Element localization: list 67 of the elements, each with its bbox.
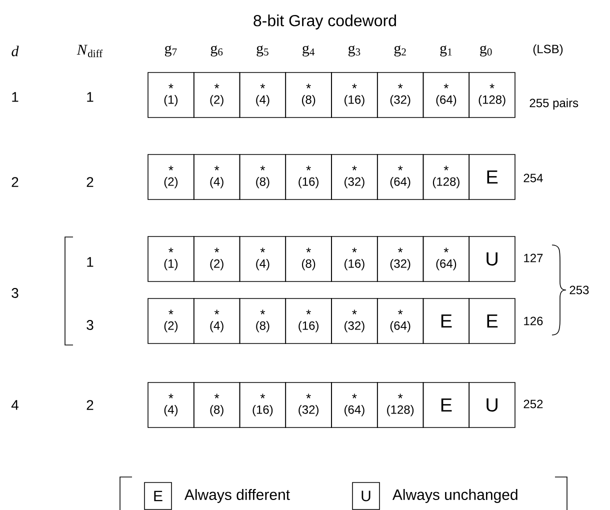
bit-cell: * (16) [331, 236, 378, 282]
bit-cell: U [468, 382, 516, 428]
row-label: 1 [87, 257, 94, 267]
bit-cell: E [422, 382, 470, 428]
row-label: 2 [12, 177, 18, 187]
bit-cell: * (16) [239, 382, 286, 428]
bit-cell: * (64) [331, 382, 378, 428]
bit-cell: * (8) [193, 382, 240, 428]
bit-cell: * (16) [285, 298, 332, 344]
row-label: 255 pairs [530, 98, 578, 110]
column-header: g$_{7}$ [164, 46, 177, 56]
bit-cell: * (128) [422, 154, 470, 200]
bit-cell: * (128) [376, 382, 424, 428]
bit-cell: * (2) [148, 298, 194, 344]
row-label: 2 [86, 177, 94, 187]
bit-cell: E [422, 298, 470, 344]
bit-cell: * (1) [148, 236, 194, 282]
bit-cell: * (32) [376, 72, 424, 118]
column-header: d [12, 46, 19, 56]
row-label: 253 [570, 286, 589, 294]
bit-cell: * (2) [193, 72, 240, 118]
bit-cell: E [468, 298, 516, 344]
key-text: Always different [184, 489, 290, 503]
row-label: 2 [86, 400, 94, 410]
bit-cell: * (4) [239, 72, 286, 118]
column-header: g$_{0}$ [480, 46, 492, 56]
column-header: g$_{3}$ [348, 46, 360, 56]
bit-cell: * (4) [148, 382, 194, 428]
bit-cell: * (1) [148, 72, 194, 118]
bit-cell: * (2) [148, 154, 194, 200]
bit-cell: * (4) [239, 236, 286, 282]
bit-cell: * (32) [285, 382, 332, 428]
bit-cell: U [468, 236, 516, 282]
bit-cell: * (4) [193, 154, 240, 200]
column-header: N$_{diff}$ [76, 44, 103, 58]
bit-cell: * (2) [193, 236, 240, 282]
bit-cell: * (64) [422, 236, 470, 282]
bit-cell: * (8) [239, 298, 286, 344]
column-header: g$_{5}$ [256, 46, 268, 56]
bit-cell: * (64) [422, 72, 470, 118]
row-label: 1 [87, 92, 94, 102]
bit-cell: * (128) [468, 72, 516, 118]
row-label: 1 [12, 92, 18, 102]
row-label: 3 [86, 320, 94, 330]
column-header: (LSB) [533, 44, 563, 56]
bit-cell: E [468, 154, 516, 200]
bit-cell: * (16) [331, 72, 378, 118]
key-text: Always unchanged [392, 489, 518, 503]
key-box: E [144, 482, 172, 510]
bit-cell: * (8) [285, 72, 332, 118]
column-header: g$_{4}$ [302, 46, 315, 56]
bit-cell: * (8) [285, 236, 332, 282]
bit-cell: * (64) [376, 298, 424, 344]
bit-cell: * (16) [285, 154, 332, 200]
column-header: g$_{1}$ [440, 46, 452, 56]
column-header: g$_{6}$ [210, 46, 223, 56]
bit-cell: * (32) [331, 298, 378, 344]
bit-cell: * (8) [239, 154, 286, 200]
key-box: U [352, 482, 380, 510]
bit-cell: * (32) [376, 236, 424, 282]
column-header: g$_{2}$ [394, 46, 406, 56]
bit-cell: * (4) [193, 298, 240, 344]
title: 8-bit Gray codeword [254, 14, 396, 30]
bit-cell: * (64) [376, 154, 424, 200]
bit-cell: * (32) [331, 154, 378, 200]
row-label: 4 [11, 400, 18, 410]
row-label: 3 [12, 288, 18, 298]
